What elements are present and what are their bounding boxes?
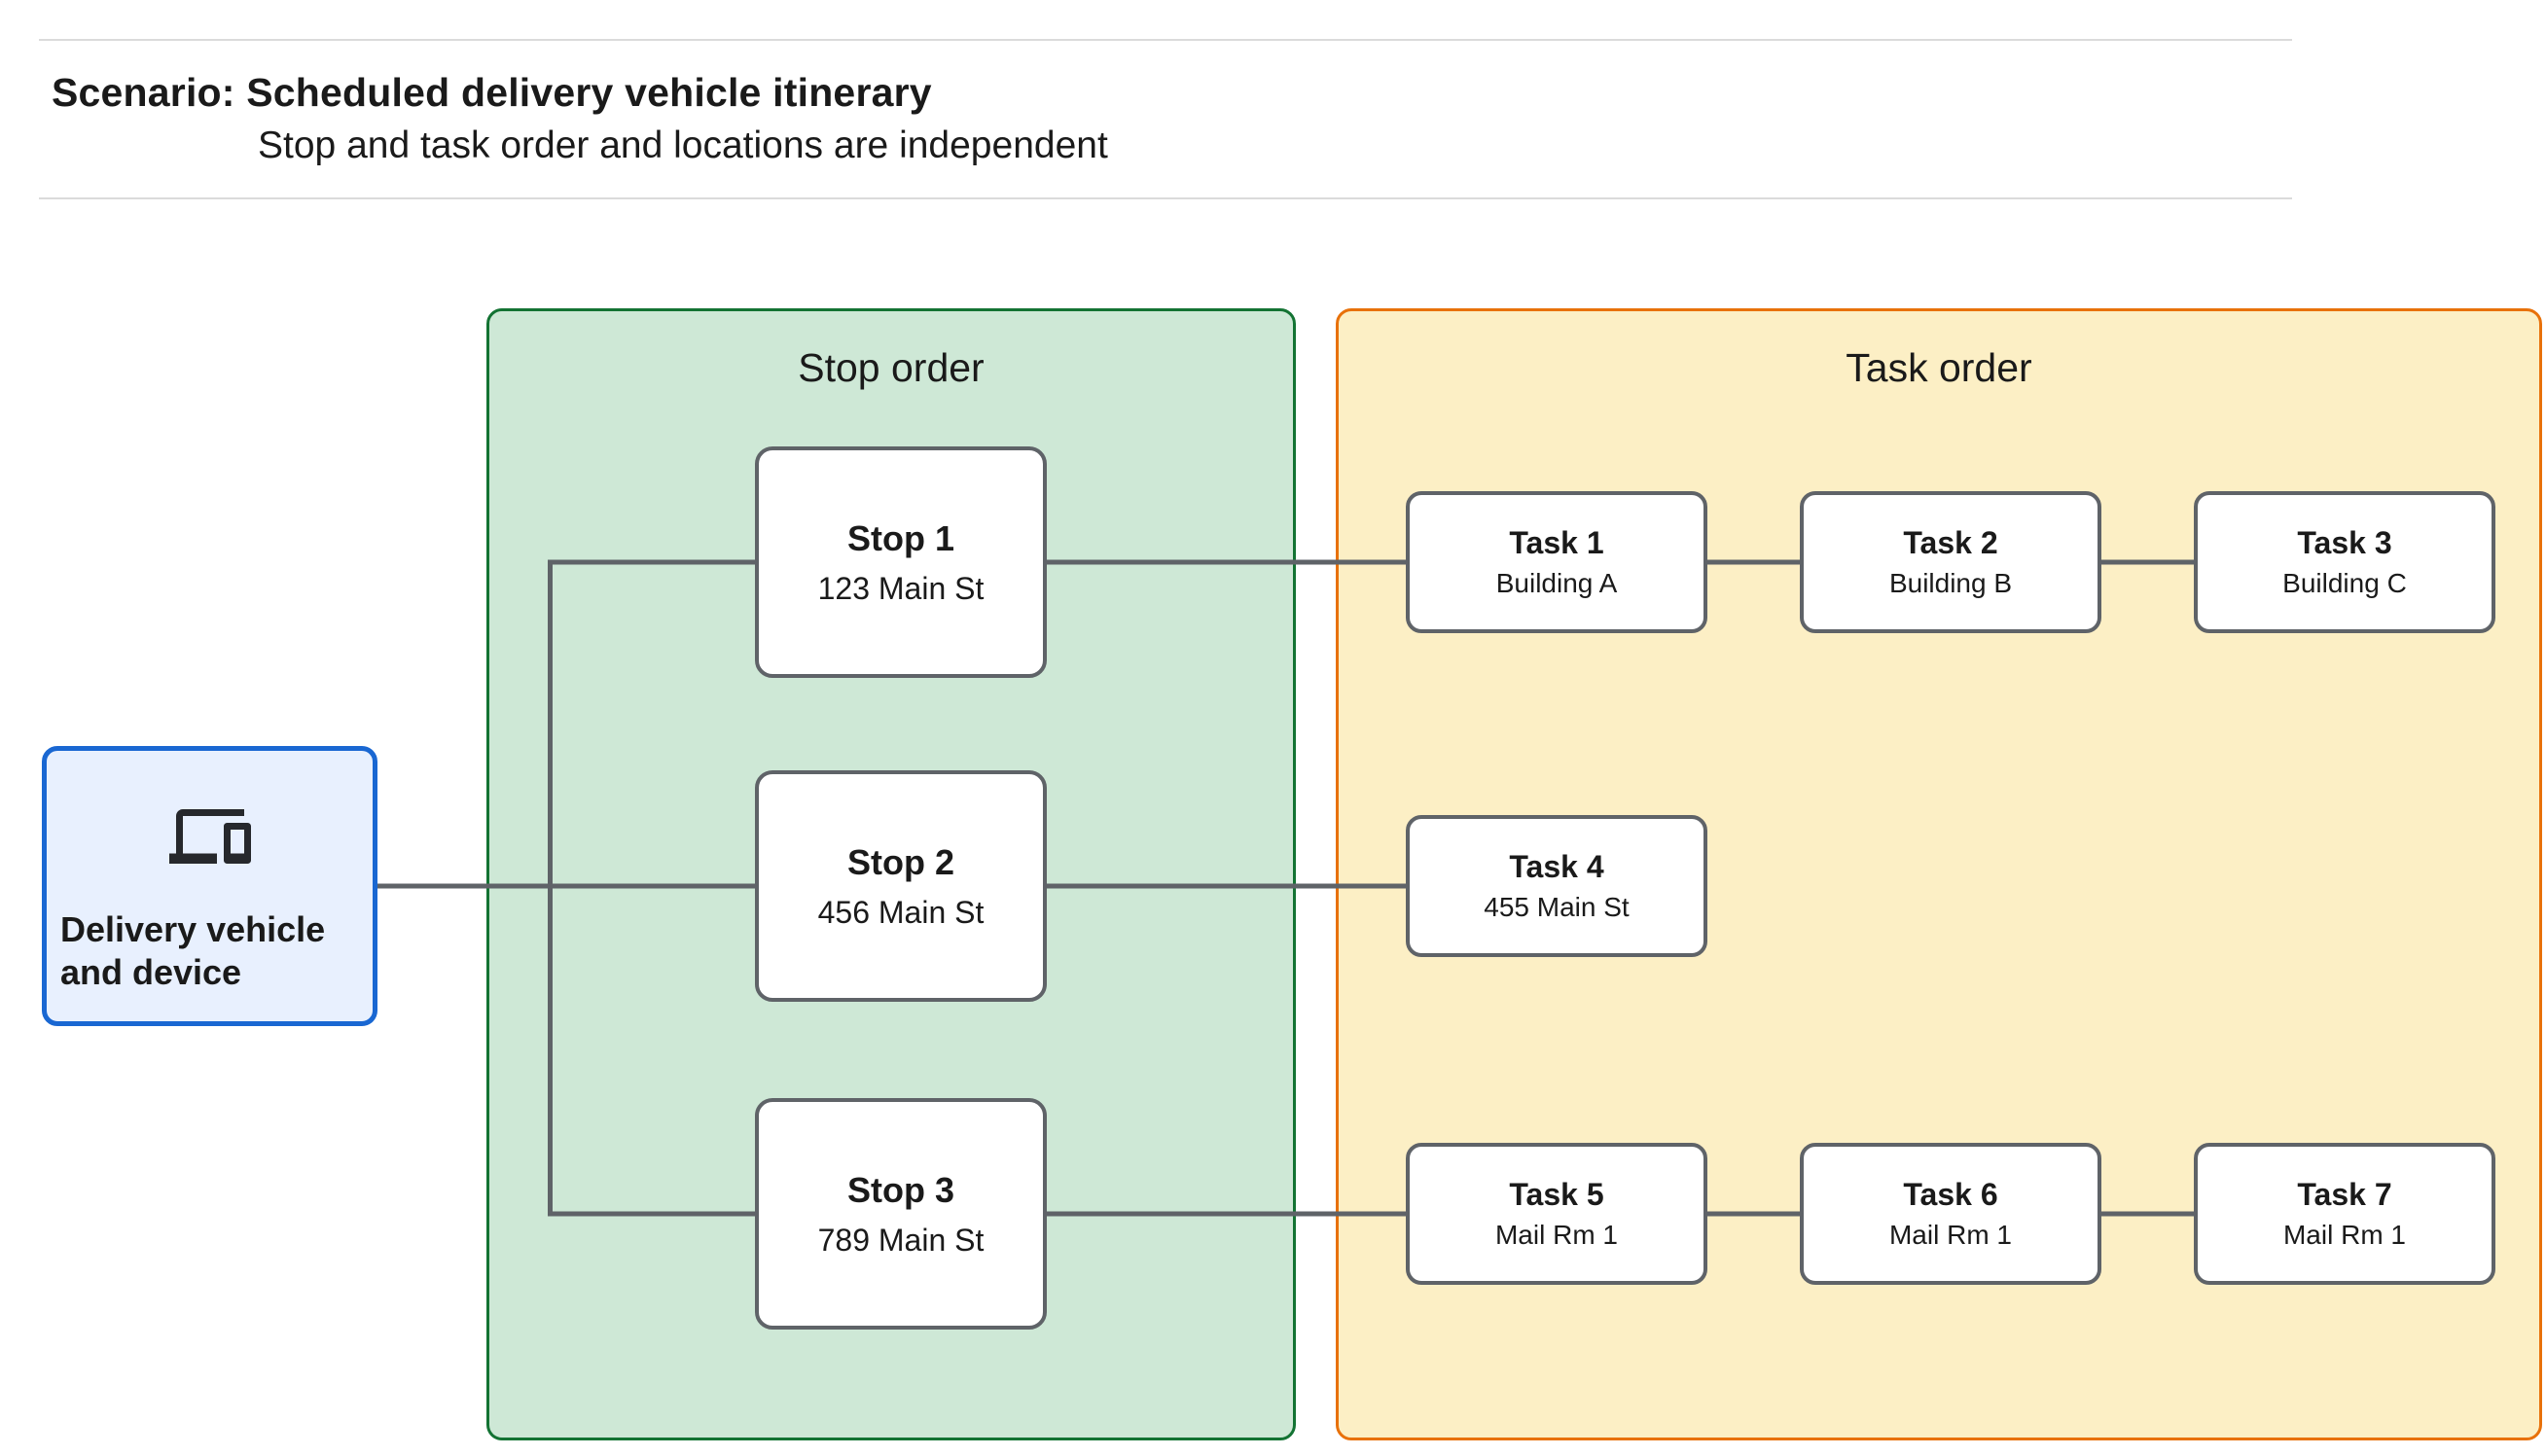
- task-node-1: Task 1 Building A: [1406, 491, 1707, 633]
- delivery-vehicle-node: Delivery vehicle and device: [42, 746, 377, 1026]
- task-location: Building A: [1495, 568, 1618, 598]
- task-node-5: Task 5 Mail Rm 1: [1406, 1143, 1707, 1285]
- task-title: Task 1: [1509, 525, 1604, 560]
- task-location: Mail Rm 1: [1888, 1220, 2012, 1250]
- task-location: 455 Main St: [1484, 892, 1630, 922]
- task-title: Task 6: [1903, 1177, 1998, 1212]
- task-node-3: Task 3 Building C: [2194, 491, 2495, 633]
- page-title: Scenario: Scheduled delivery vehicle iti…: [52, 70, 932, 115]
- task-node-2: Task 2 Building B: [1800, 491, 2101, 633]
- task-node-7: Task 7 Mail Rm 1: [2194, 1143, 2495, 1285]
- task-order-panel-title: Task order: [1846, 345, 2032, 390]
- delivery-vehicle-label: Delivery vehicle and device: [60, 909, 326, 993]
- task-title: Task 3: [2297, 525, 2392, 560]
- stop-address: 456 Main St: [817, 894, 985, 930]
- task-title: Task 5: [1509, 1177, 1604, 1212]
- devices-icon: [168, 796, 251, 877]
- stop-order-panel-title: Stop order: [798, 345, 985, 390]
- stop-address: 789 Main St: [817, 1222, 985, 1258]
- task-location: Mail Rm 1: [1494, 1220, 1618, 1250]
- stop-node-3: Stop 3 789 Main St: [755, 1098, 1047, 1330]
- page-subtitle: Stop and task order and locations are in…: [258, 124, 1108, 166]
- task-location: Building C: [2282, 568, 2407, 598]
- task-node-6: Task 6 Mail Rm 1: [1800, 1143, 2101, 1285]
- top-divider: [39, 39, 2292, 41]
- stop-title: Stop 3: [846, 1169, 954, 1210]
- stop-node-2: Stop 2 456 Main St: [755, 770, 1047, 1002]
- task-location: Building B: [1888, 568, 2013, 598]
- task-title: Task 4: [1509, 849, 1604, 884]
- task-node-4: Task 4 455 Main St: [1406, 815, 1707, 957]
- bottom-divider: [39, 197, 2292, 199]
- stop-title: Stop 1: [846, 517, 954, 558]
- task-title: Task 2: [1903, 525, 1998, 560]
- stop-address: 123 Main St: [817, 570, 985, 606]
- stop-title: Stop 2: [846, 841, 954, 882]
- stop-node-1: Stop 1 123 Main St: [755, 446, 1047, 678]
- task-title: Task 7: [2297, 1177, 2392, 1212]
- task-location: Mail Rm 1: [2282, 1220, 2406, 1250]
